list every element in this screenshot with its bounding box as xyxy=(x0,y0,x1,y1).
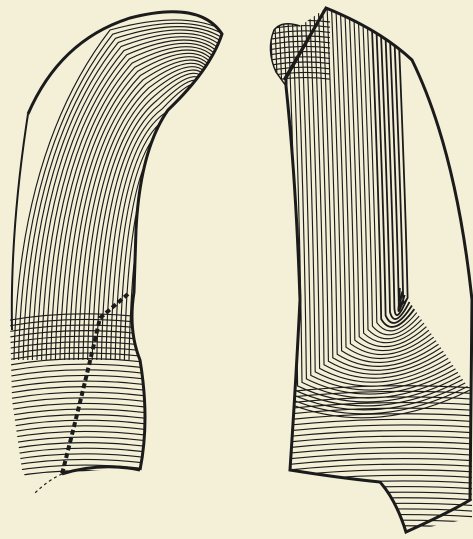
engraving-figure xyxy=(0,0,473,539)
